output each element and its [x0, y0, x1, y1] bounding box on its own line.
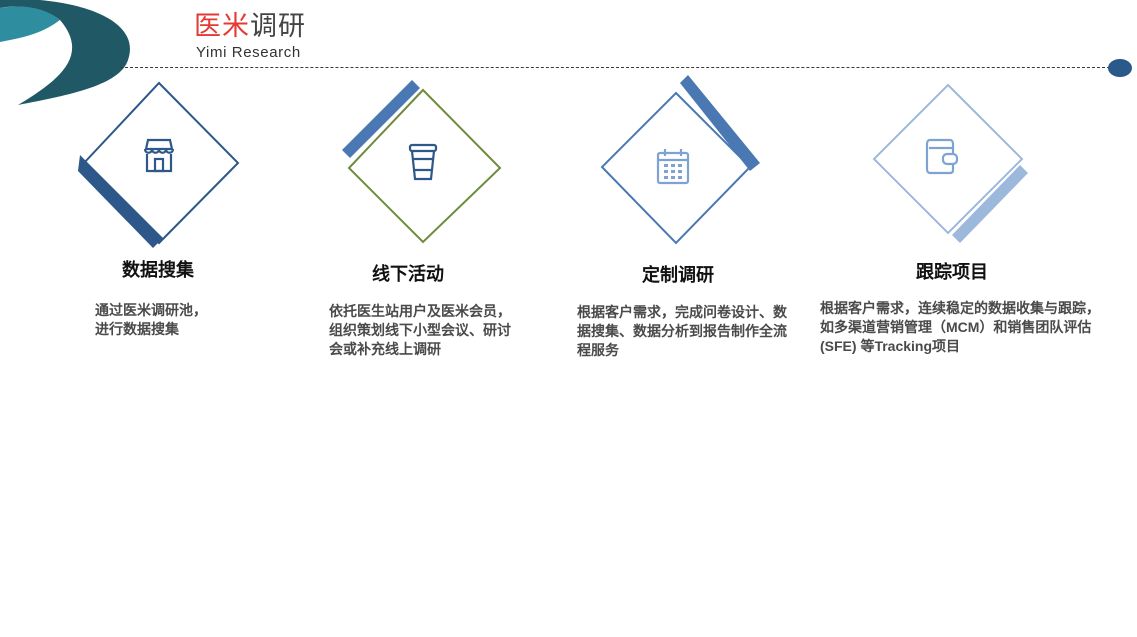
brand-logo-title: 医米调研 — [194, 10, 306, 42]
card-description: 通过医米调研池， 进行数据搜集 — [95, 302, 207, 337]
wallet-icon — [925, 138, 959, 175]
service-card-custom-research: 定制调研 根据客户需求，完成问卷设计、数据搜集、数据分析到报告制作全流程服务 — [577, 0, 858, 400]
card-title: 线下活动 — [372, 264, 444, 284]
card-title: 数据搜集 — [122, 260, 194, 280]
card-description: 根据客户需求，连续稳定的数据收集与跟踪，如多渠道营销管理（MCM）和销售团队评估… — [820, 300, 1100, 354]
card-diamond-frame — [600, 75, 760, 245]
brand-name-red: 医米 — [194, 11, 250, 41]
header-dashed-divider — [120, 67, 1110, 68]
card-description: 根据客户需求，完成问卷设计、数据搜集、数据分析到报告制作全流程服务 — [577, 304, 787, 358]
coffee-cup-icon — [408, 143, 438, 181]
corner-swoosh-decoration — [0, 0, 130, 105]
service-card-tracking-projects: 跟踪项目 根据客户需求，连续稳定的数据收集与跟踪，如多渠道营销管理（MCM）和销… — [820, 0, 1130, 400]
storefront-icon — [143, 138, 175, 173]
calendar-icon — [656, 149, 690, 185]
card-description: 依托医生站用户及医米会员，组织策划线下小型会议、研讨会或补充线上调研 — [329, 303, 511, 357]
service-card-data-collection: 数据搜集 通过医米调研池， 进行数据搜集 — [78, 0, 338, 400]
brand-subtitle: Yimi Research — [196, 44, 301, 61]
card-title: 跟踪项目 — [916, 262, 988, 282]
header-end-dot — [1108, 59, 1132, 77]
card-diamond-frame — [78, 81, 240, 248]
card-diamond-frame — [872, 83, 1028, 243]
card-diamond-frame — [342, 80, 502, 244]
card-title: 定制调研 — [642, 265, 714, 285]
service-card-offline-events: 线下活动 依托医生站用户及医米会员，组织策划线下小型会议、研讨会或补充线上调研 — [329, 0, 602, 400]
brand-name-rest: 调研 — [250, 11, 306, 41]
